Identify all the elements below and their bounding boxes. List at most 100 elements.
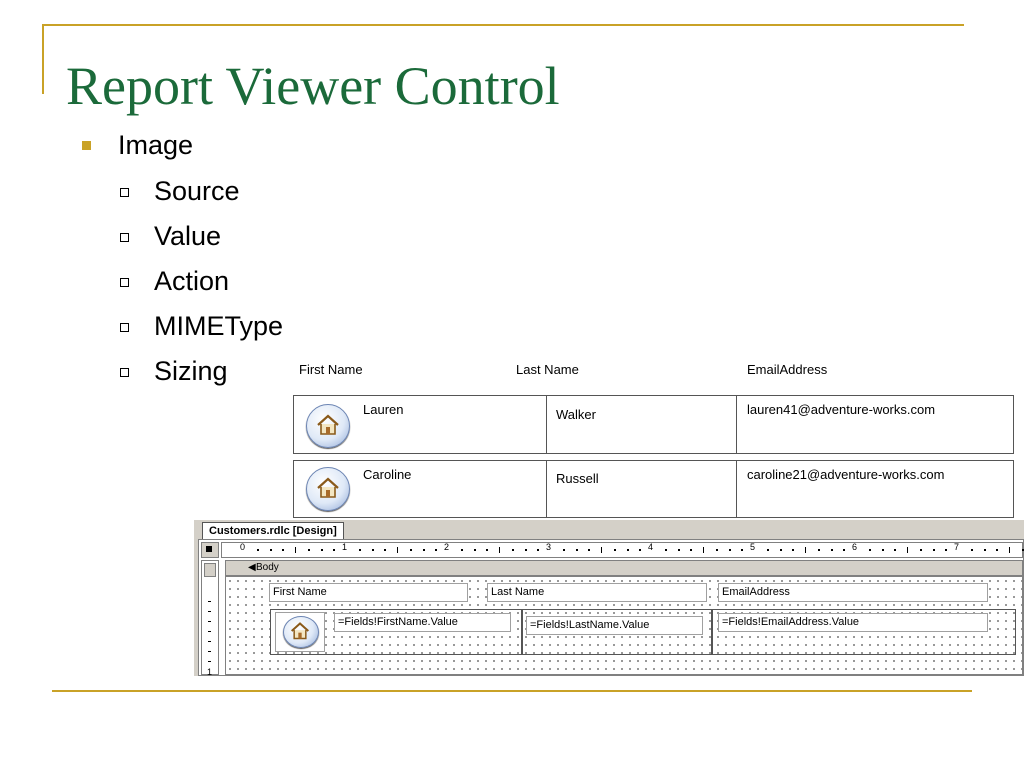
square-bullet-icon [82, 141, 91, 150]
hollow-square-bullet-icon [120, 188, 129, 197]
header-textbox-last-name[interactable]: Last Name [487, 583, 707, 602]
report-cell-divider [546, 461, 547, 517]
hollow-square-bullet-icon [120, 233, 129, 242]
report-last-name: Walker [556, 407, 596, 422]
ruler-tick [805, 547, 806, 553]
vertical-ruler: 1 [201, 560, 219, 676]
ruler-dot [677, 549, 680, 551]
designer-surface: 0 1 2 3 4 5 6 7 1 ◀ Body [198, 539, 1024, 676]
ruler-dash [208, 661, 211, 662]
home-icon [306, 404, 350, 448]
ruler-number: 4 [648, 542, 654, 552]
ruler-tick [601, 547, 602, 553]
frame-bottom-line [52, 690, 972, 692]
ruler-dot [613, 549, 616, 551]
header-textbox-email[interactable]: EmailAddress [718, 583, 988, 602]
report-email: caroline21@adventure-works.com [747, 467, 945, 482]
sub-bullet-text: MIMEType [154, 311, 284, 341]
sub-bullet-text: Sizing [154, 356, 228, 386]
ruler-number: 5 [750, 542, 756, 552]
column-divider [521, 610, 523, 654]
ruler-dot [282, 549, 285, 551]
ruler-dash [208, 611, 211, 612]
header-textbox-first-name[interactable]: First Name [269, 583, 468, 602]
ruler-tick [397, 547, 398, 553]
ruler-dot [894, 549, 897, 551]
ruler-dot [970, 549, 973, 551]
ruler-dot [537, 549, 540, 551]
ruler-dot [817, 549, 820, 551]
ruler-dot [830, 549, 833, 551]
home-icon [306, 467, 350, 511]
ruler-number: 6 [852, 542, 858, 552]
ruler-dot [639, 549, 642, 551]
report-cell-divider [736, 396, 737, 453]
ruler-tick [907, 547, 908, 553]
vertical-ruler-number: 1 [207, 667, 213, 676]
report-cell-divider [546, 396, 547, 453]
hollow-square-bullet-icon [120, 278, 129, 287]
report-header-first-name: First Name [299, 362, 363, 377]
ruler-dash [208, 601, 211, 602]
ruler-number: 0 [240, 542, 246, 552]
ruler-number: 1 [342, 542, 348, 552]
ruler-number: 7 [954, 542, 960, 552]
ruler-dot [792, 549, 795, 551]
hollow-square-bullet-icon [120, 368, 129, 377]
ruler-dash [208, 631, 211, 632]
ruler-dot [575, 549, 578, 551]
ruler-dot [562, 549, 565, 551]
ruler-dot [384, 549, 387, 551]
ruler-dot [588, 549, 591, 551]
ruler-dot [409, 549, 412, 551]
ruler-dot [358, 549, 361, 551]
horizontal-ruler: 0 1 2 3 4 5 6 7 [221, 542, 1024, 558]
ruler-dot [766, 549, 769, 551]
ruler-dot [1021, 549, 1024, 551]
field-textbox-email[interactable]: =Fields!EmailAddress.Value [718, 613, 988, 632]
sub-bullet-text: Action [154, 266, 230, 296]
ruler-dash [208, 621, 211, 622]
ruler-dot [422, 549, 425, 551]
ruler-corner-button[interactable] [201, 542, 219, 558]
ruler-number: 3 [546, 542, 552, 552]
designer-tab[interactable]: Customers.rdlc [Design] [202, 522, 344, 539]
ruler-dot [486, 549, 489, 551]
ruler-dot [868, 549, 871, 551]
ruler-dot [460, 549, 463, 551]
ruler-dot [881, 549, 884, 551]
ruler-dot [371, 549, 374, 551]
report-designer: Customers.rdlc [Design] 0 1 2 3 4 5 6 7 … [194, 520, 1024, 676]
hollow-square-bullet-icon [120, 323, 129, 332]
column-divider [711, 610, 713, 654]
body-band[interactable]: ◀ Body [225, 560, 1023, 576]
ruler-dot [256, 549, 259, 551]
ruler-tick [499, 547, 500, 553]
list-region[interactable] [270, 609, 1016, 655]
ruler-dot [473, 549, 476, 551]
sub-bullet-text: Source [154, 176, 240, 206]
ruler-dot [664, 549, 667, 551]
ruler-dot [333, 549, 336, 551]
ruler-dot [983, 549, 986, 551]
field-textbox-first-name[interactable]: =Fields!FirstName.Value [334, 613, 511, 632]
ruler-dot [307, 549, 310, 551]
frame-left-line [42, 24, 44, 94]
report-header-email: EmailAddress [747, 362, 828, 377]
report-first-name: Lauren [363, 402, 404, 417]
ruler-dot [715, 549, 718, 551]
ruler-dot [945, 549, 948, 551]
collapse-arrow-icon[interactable]: ◀ [248, 562, 256, 573]
ruler-dot [728, 549, 731, 551]
report-cell-divider [736, 461, 737, 517]
ruler-dot [524, 549, 527, 551]
field-textbox-last-name[interactable]: =Fields!LastName.Value [526, 616, 703, 635]
ruler-dot [511, 549, 514, 551]
ruler-dot [932, 549, 935, 551]
ruler-dot [919, 549, 922, 551]
ruler-tick [703, 547, 704, 553]
bullet-text: Image [118, 130, 194, 160]
image-control[interactable] [275, 612, 325, 652]
ruler-tick [1009, 547, 1010, 553]
report-first-name: Caroline [363, 467, 412, 482]
